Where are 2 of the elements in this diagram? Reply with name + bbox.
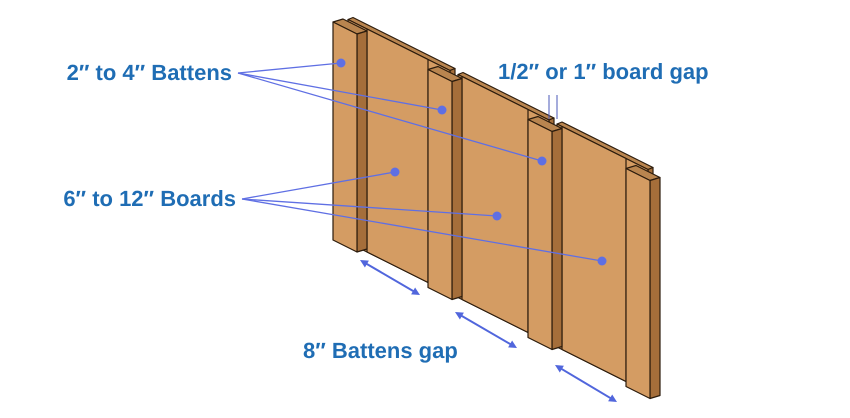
dimension-label: 8″ Battens gap [303, 338, 458, 364]
dimension-label: 1/2″ or 1″ board gap [498, 59, 709, 85]
